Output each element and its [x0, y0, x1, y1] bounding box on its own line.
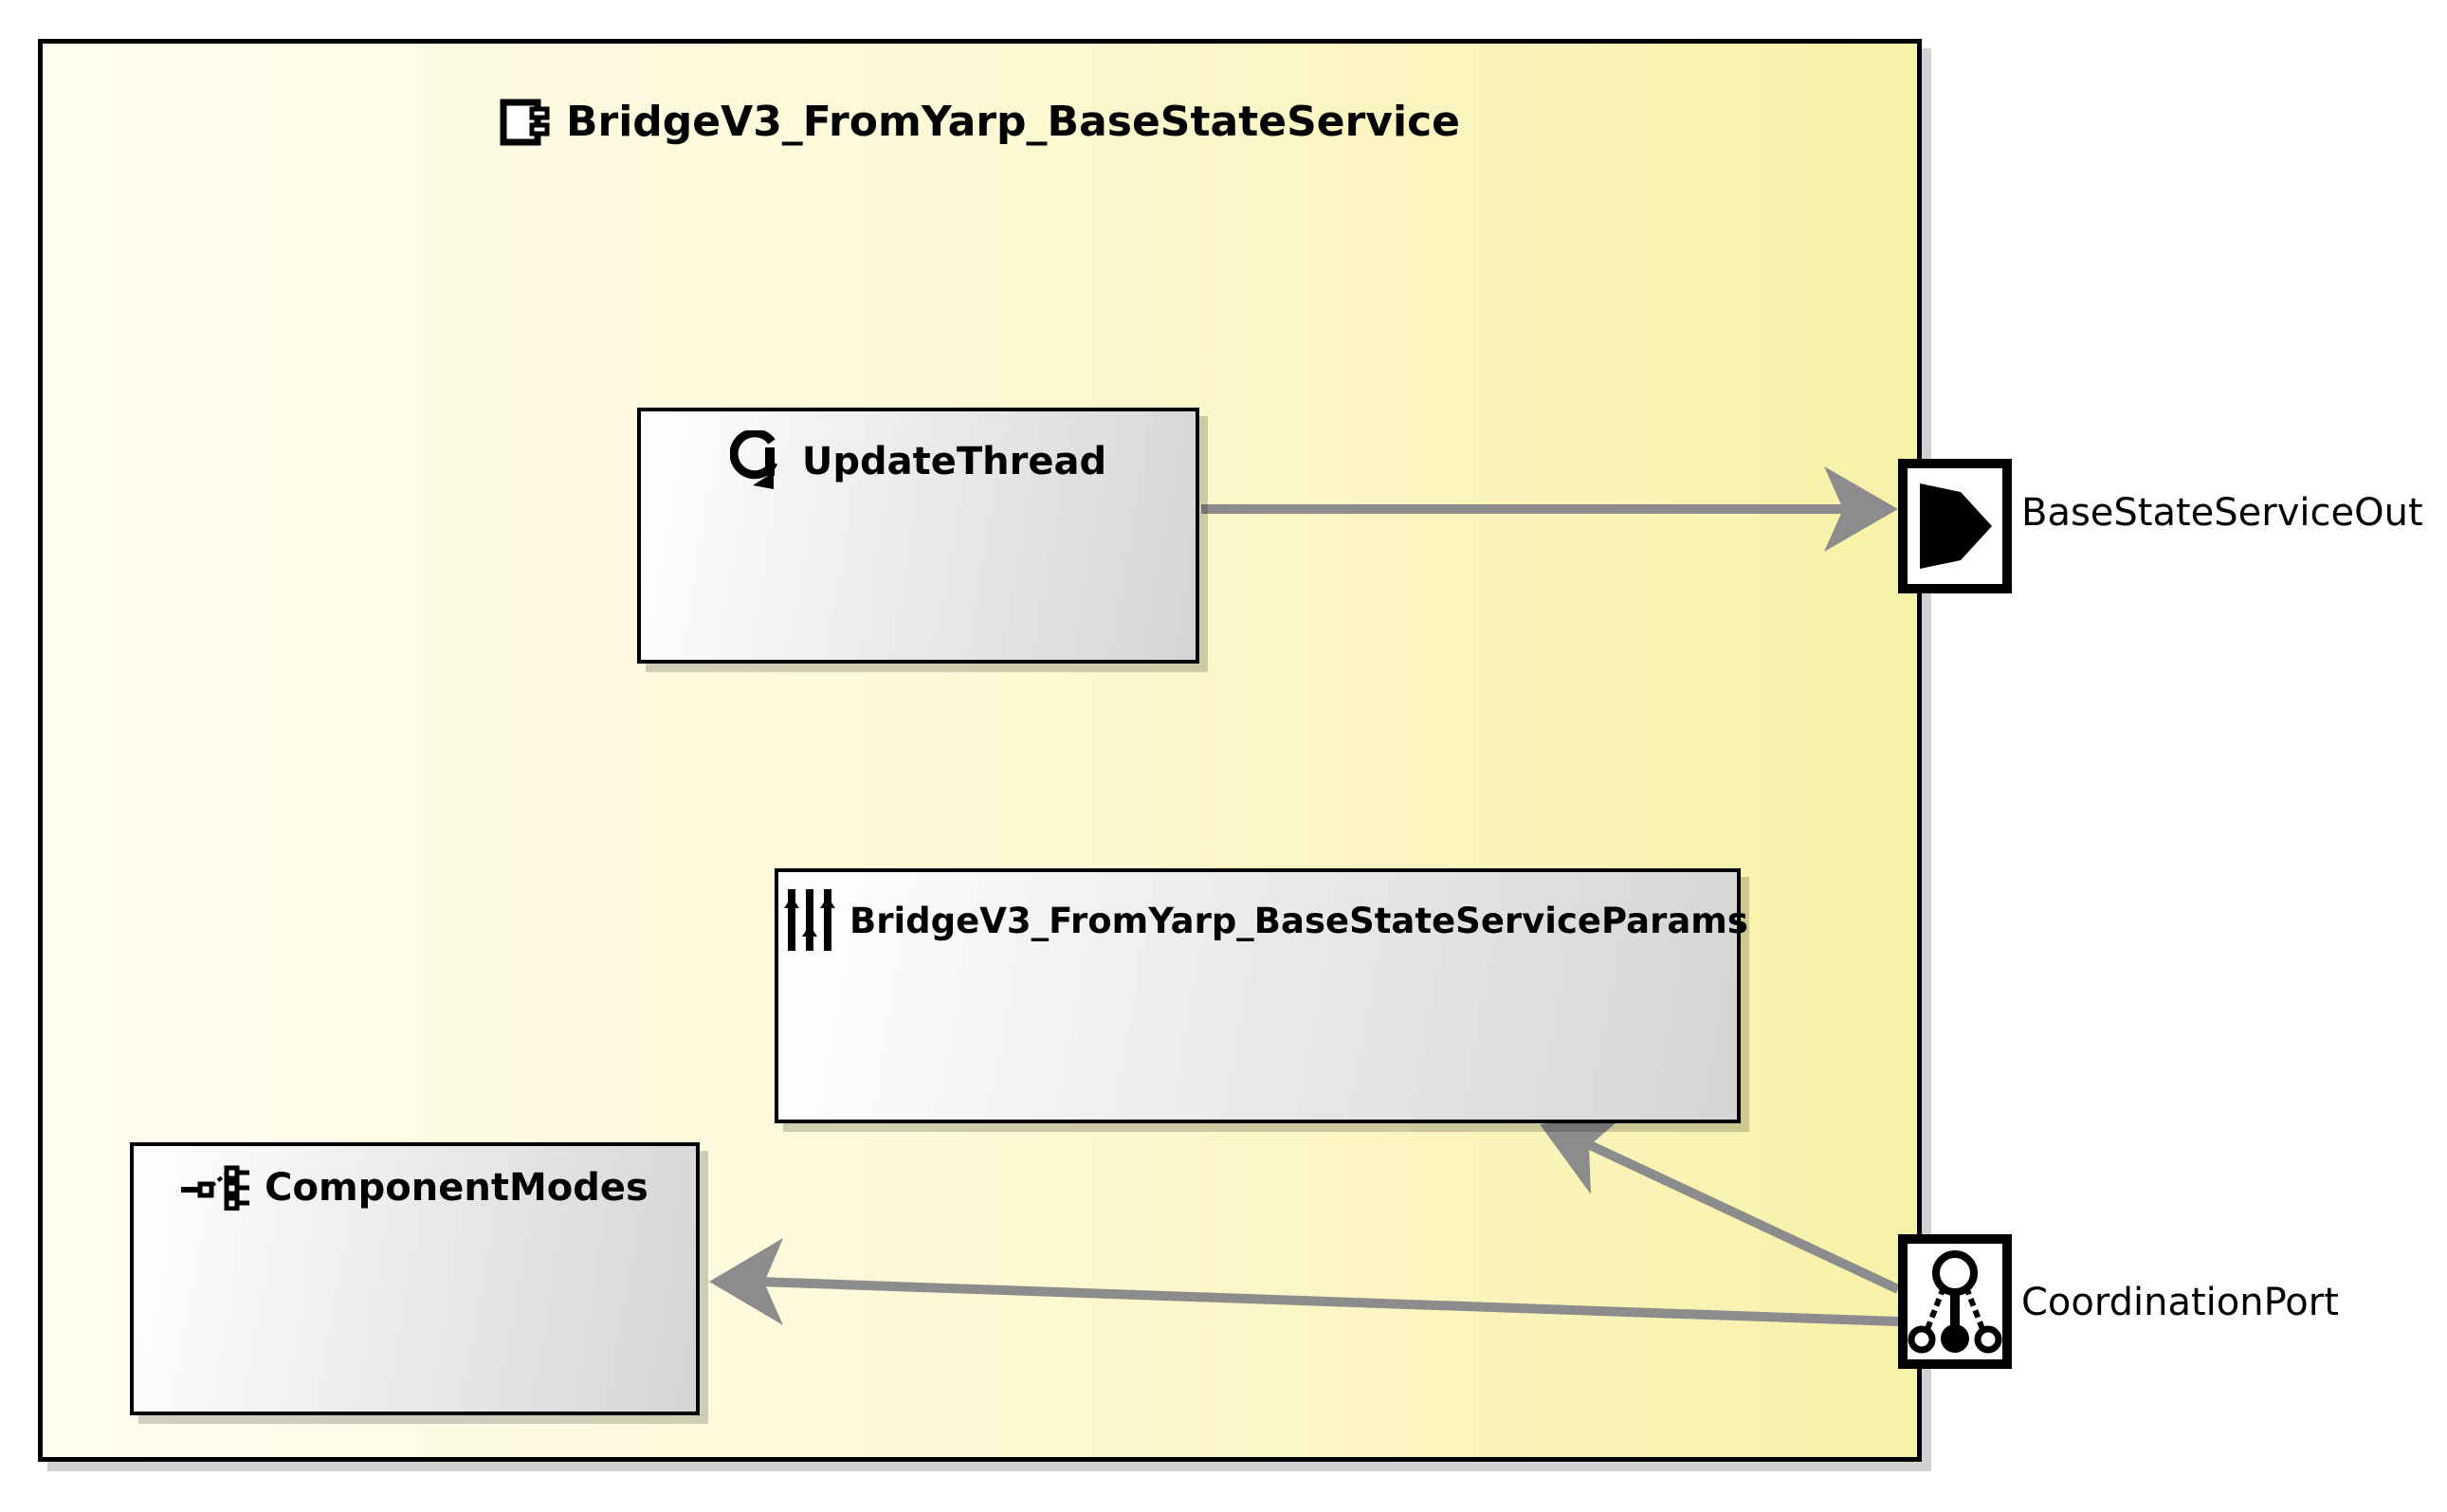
- params-label: BridgeV3_FromYarp_BaseStateServiceParams: [849, 900, 1748, 941]
- modes-tree-icon: [181, 1165, 250, 1211]
- update-thread-label-row: UpdateThread: [641, 411, 1196, 493]
- coordination-port-icon: [1908, 1250, 2002, 1354]
- connector-coordination-to-params[interactable]: [1540, 1115, 1901, 1294]
- params-label-row: BridgeV3_FromYarp_BaseStateServiceParams: [778, 872, 1748, 954]
- port-coordination-label: CoordinationPort: [2021, 1281, 2339, 1324]
- port-coordination[interactable]: [1898, 1234, 2012, 1369]
- output-port-icon: [1920, 483, 1992, 569]
- port-base-state-service-out-label: BaseStateServiceOut: [2021, 491, 2423, 535]
- component-modes-label-row: ComponentModes: [134, 1146, 696, 1211]
- component-title: BridgeV3_FromYarp_BaseStateService: [565, 98, 1460, 146]
- component-title-row: BridgeV3_FromYarp_BaseStateService: [43, 98, 1917, 146]
- update-thread-label: UpdateThread: [801, 440, 1107, 483]
- component-icon: [500, 99, 550, 145]
- arrowhead-left-icon: [709, 1238, 783, 1325]
- connector-updatethread-to-out[interactable]: [1201, 466, 1898, 552]
- port-base-state-service-out[interactable]: [1898, 459, 2012, 593]
- block-update-thread[interactable]: UpdateThread: [637, 408, 1199, 664]
- block-component-modes[interactable]: ComponentModes: [130, 1142, 700, 1415]
- arrowhead-upleft-icon: [1540, 1115, 1625, 1194]
- arrowhead-right-icon: [1824, 466, 1898, 552]
- update-loop-icon: [729, 430, 777, 489]
- component-modes-label: ComponentModes: [265, 1166, 648, 1210]
- sliders-icon: [784, 889, 835, 951]
- block-params[interactable]: BridgeV3_FromYarp_BaseStateServiceParams: [775, 868, 1748, 1123]
- connector-coordination-to-componentmodes[interactable]: [709, 1238, 1899, 1326]
